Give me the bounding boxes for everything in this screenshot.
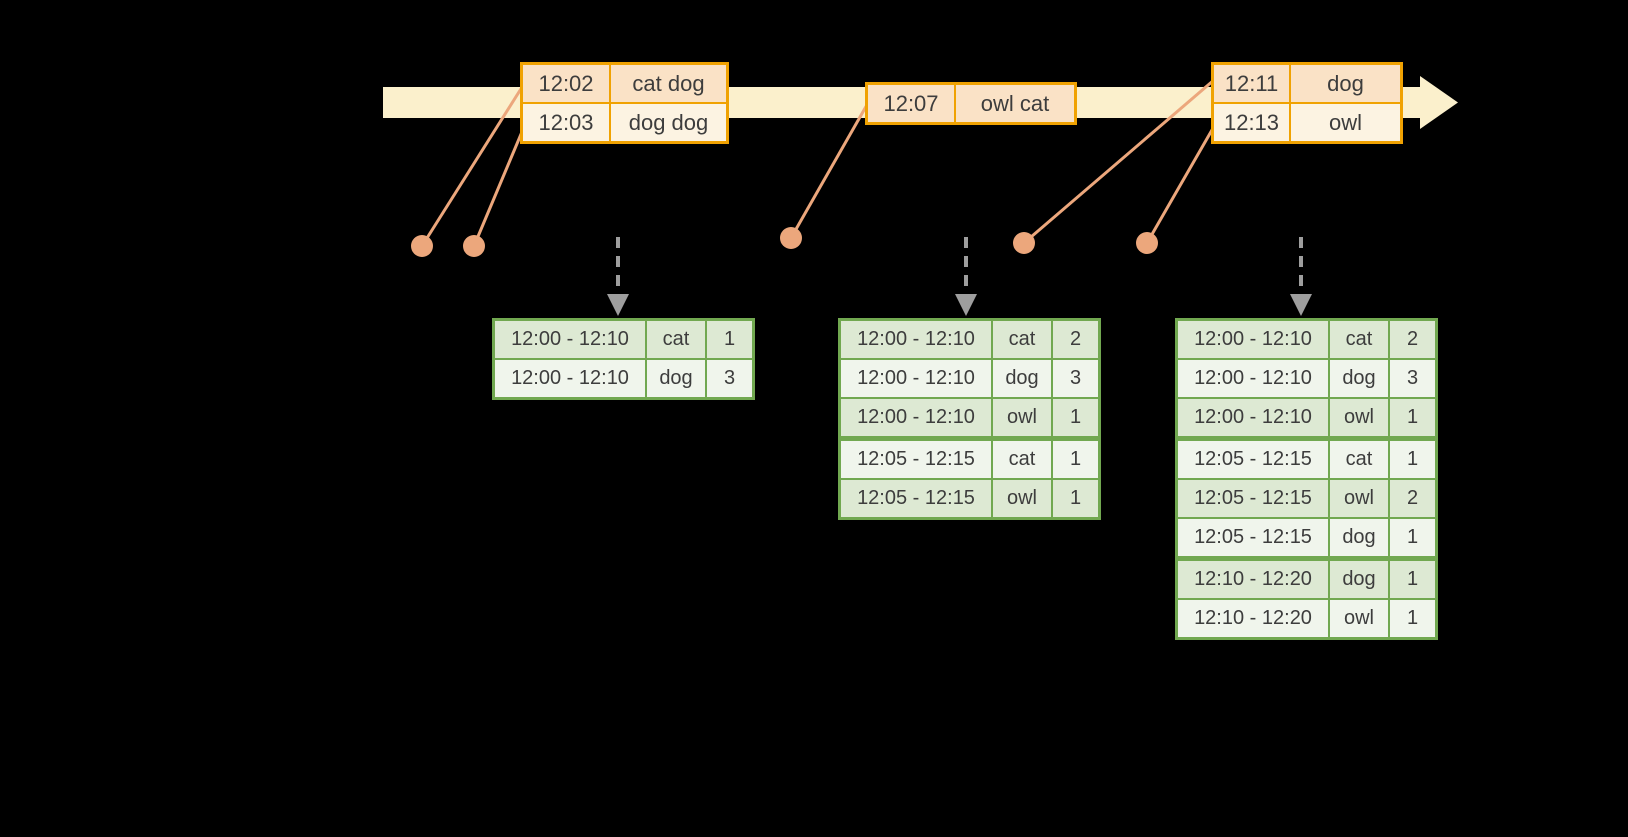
- trigger-arrowhead-icon: [1290, 294, 1312, 316]
- word-cell: owl: [1330, 480, 1388, 517]
- window-cell: 12:05 - 12:15: [1178, 480, 1328, 517]
- event-time-cell: 12:13: [1214, 104, 1289, 141]
- window-cell: 12:00 - 12:10: [495, 360, 645, 397]
- word-cell: dog: [647, 360, 705, 397]
- event-row: 12:13 owl: [1214, 104, 1400, 141]
- event-time-cell: 12:03: [523, 104, 609, 141]
- result-row: 12:00 - 12:10 cat 2: [841, 321, 1098, 358]
- count-cell: 1: [1053, 480, 1098, 517]
- event-words-cell: dog: [1291, 65, 1400, 102]
- result-row: 12:10 - 12:20 owl 1: [1178, 600, 1435, 637]
- event-table-1: 12:02 cat dog 12:03 dog dog: [520, 62, 729, 144]
- event-table-3: 12:11 dog 12:13 owl: [1211, 62, 1403, 144]
- count-cell: 1: [1390, 441, 1435, 478]
- window-cell: 12:00 - 12:10: [1178, 360, 1328, 397]
- result-row: 12:00 - 12:10 dog 3: [841, 360, 1098, 397]
- connector-line: [472, 126, 526, 247]
- event-words-cell: owl: [1291, 104, 1400, 141]
- word-cell: cat: [647, 321, 705, 358]
- trigger-arrowhead-icon: [607, 294, 629, 316]
- window-cell: 12:05 - 12:15: [841, 441, 991, 478]
- event-time-cell: 12:11: [1214, 65, 1289, 102]
- count-cell: 2: [1390, 321, 1435, 358]
- trigger-arrowhead-icon: [955, 294, 977, 316]
- result-row: 12:05 - 12:15 cat 1: [841, 441, 1098, 478]
- event-words-cell: owl cat: [956, 85, 1074, 122]
- result-table-1: 12:00 - 12:10 cat 1 12:00 - 12:10 dog 3: [492, 318, 755, 400]
- count-cell: 1: [1053, 441, 1098, 478]
- count-cell: 1: [1390, 399, 1435, 436]
- result-row: 12:00 - 12:10 cat 2: [1178, 321, 1435, 358]
- word-cell: owl: [993, 399, 1051, 436]
- window-cell: 12:05 - 12:15: [1178, 519, 1328, 556]
- count-cell: 3: [1053, 360, 1098, 397]
- count-cell: 3: [1390, 360, 1435, 397]
- window-cell: 12:00 - 12:10: [1178, 321, 1328, 358]
- event-time-axis-arrowhead-icon: [1420, 76, 1458, 129]
- connector-line: [1023, 78, 1215, 245]
- window-cell: 12:00 - 12:10: [1178, 399, 1328, 436]
- word-cell: cat: [1330, 441, 1388, 478]
- event-dot-icon: [780, 227, 802, 249]
- result-row: 12:00 - 12:10 dog 3: [1178, 360, 1435, 397]
- window-cell: 12:05 - 12:15: [1178, 441, 1328, 478]
- result-row: 12:00 - 12:10 owl 1: [841, 399, 1098, 436]
- event-time-cell: 12:07: [868, 85, 954, 122]
- event-row: 12:03 dog dog: [523, 104, 726, 141]
- connector-line: [1145, 122, 1218, 244]
- result-row: 12:05 - 12:15 cat 1: [1178, 441, 1435, 478]
- event-row: 12:07 owl cat: [868, 85, 1074, 122]
- event-dot-icon: [463, 235, 485, 257]
- event-dot-icon: [1136, 232, 1158, 254]
- window-cell: 12:00 - 12:10: [841, 360, 991, 397]
- count-cell: 1: [1390, 561, 1435, 598]
- window-cell: 12:10 - 12:20: [1178, 600, 1328, 637]
- event-row: 12:02 cat dog: [523, 65, 726, 102]
- word-cell: dog: [993, 360, 1051, 397]
- result-row: 12:00 - 12:10 cat 1: [495, 321, 752, 358]
- word-cell: owl: [1330, 399, 1388, 436]
- word-cell: cat: [993, 441, 1051, 478]
- event-row: 12:11 dog: [1214, 65, 1400, 102]
- result-row: 12:05 - 12:15 owl 1: [841, 480, 1098, 517]
- word-cell: owl: [1330, 600, 1388, 637]
- event-dot-icon: [411, 235, 433, 257]
- count-cell: 1: [1390, 519, 1435, 556]
- word-cell: cat: [1330, 321, 1388, 358]
- count-cell: 1: [707, 321, 752, 358]
- word-cell: owl: [993, 480, 1051, 517]
- result-table-2: 12:00 - 12:10 cat 2 12:00 - 12:10 dog 3 …: [838, 318, 1101, 520]
- window-cell: 12:00 - 12:10: [841, 321, 991, 358]
- count-cell: 2: [1053, 321, 1098, 358]
- window-cell: 12:00 - 12:10: [841, 399, 991, 436]
- word-cell: dog: [1330, 561, 1388, 598]
- count-cell: 2: [1390, 480, 1435, 517]
- window-cell: 12:05 - 12:15: [841, 480, 991, 517]
- event-words-cell: cat dog: [611, 65, 726, 102]
- event-time-cell: 12:02: [523, 65, 609, 102]
- event-words-cell: dog dog: [611, 104, 726, 141]
- result-row: 12:05 - 12:15 owl 2: [1178, 480, 1435, 517]
- result-row: 12:00 - 12:10 owl 1: [1178, 399, 1435, 436]
- result-row: 12:00 - 12:10 dog 3: [495, 360, 752, 397]
- count-cell: 1: [1390, 600, 1435, 637]
- result-table-3: 12:00 - 12:10 cat 2 12:00 - 12:10 dog 3 …: [1175, 318, 1438, 640]
- event-table-2: 12:07 owl cat: [865, 82, 1077, 125]
- word-cell: dog: [1330, 360, 1388, 397]
- result-row: 12:10 - 12:20 dog 1: [1178, 561, 1435, 598]
- window-cell: 12:00 - 12:10: [495, 321, 645, 358]
- word-cell: dog: [1330, 519, 1388, 556]
- window-cell: 12:10 - 12:20: [1178, 561, 1328, 598]
- count-cell: 1: [1053, 399, 1098, 436]
- event-dot-icon: [1013, 232, 1035, 254]
- word-cell: cat: [993, 321, 1051, 358]
- connector-line: [420, 83, 526, 247]
- result-row: 12:05 - 12:15 dog 1: [1178, 519, 1435, 556]
- connector-line: [789, 102, 870, 239]
- count-cell: 3: [707, 360, 752, 397]
